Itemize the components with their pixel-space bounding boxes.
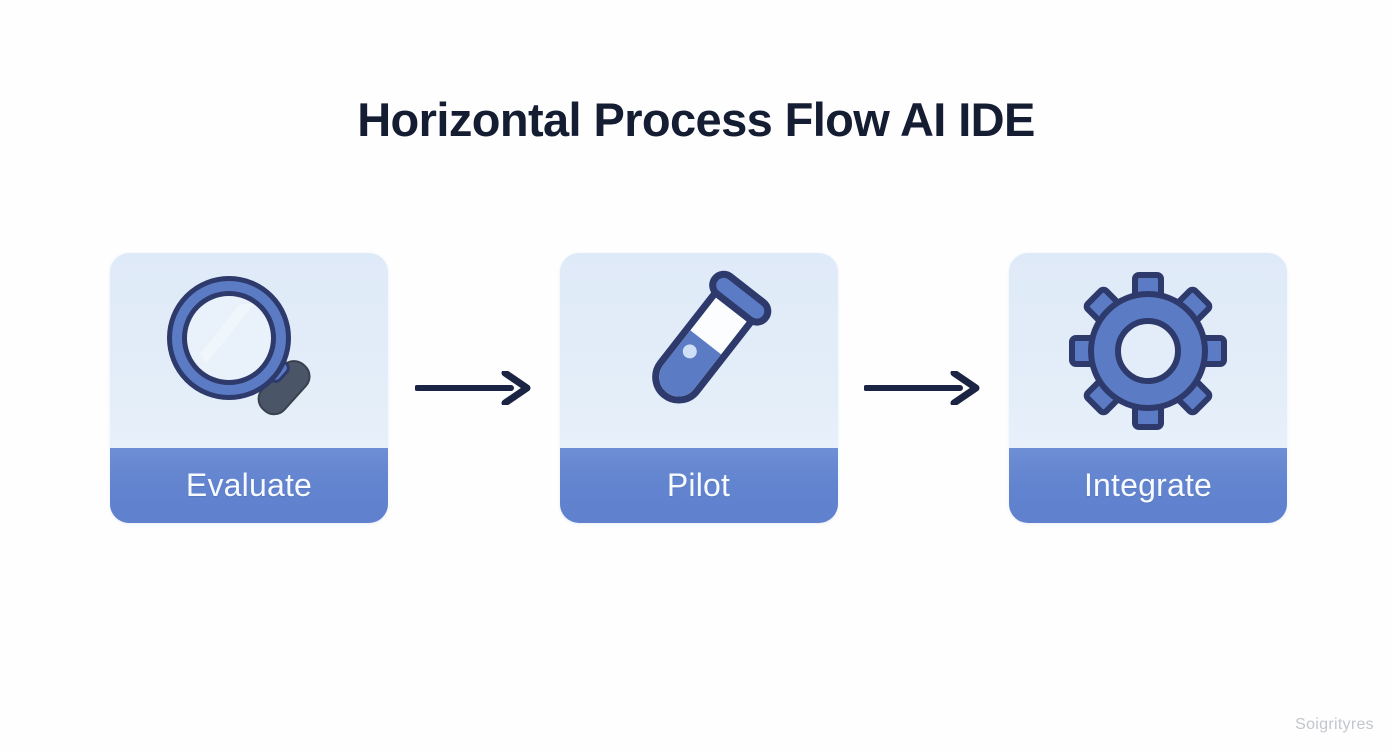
step-card-integrate[interactable]: Integrate	[1009, 253, 1287, 523]
step-label-band-pilot: Pilot	[559, 448, 838, 523]
step-label-integrate: Integrate	[1083, 467, 1213, 503]
step-card-pilot[interactable]: Pilot	[559, 253, 838, 523]
flow-connector-1	[414, 368, 533, 408]
watermark-label: Soigrityres	[1295, 716, 1374, 733]
step-label-evaluate: Evaluate	[185, 467, 313, 503]
step-label-band-integrate: Integrate	[1009, 448, 1287, 523]
step-label-band-evaluate: Evaluate	[110, 448, 388, 523]
magnifying-glass-icon	[154, 266, 344, 436]
arrow-right-icon	[414, 371, 533, 405]
step-label-pilot: Pilot	[666, 467, 731, 503]
arrow-right-icon	[864, 371, 982, 405]
process-flow-row: Evaluate	[110, 253, 1287, 523]
test-tube-icon	[604, 266, 794, 436]
gear-icon	[1063, 266, 1233, 436]
step-icon-container-pilot	[560, 253, 838, 448]
step-icon-container-evaluate	[110, 253, 388, 448]
flow-connector-2	[864, 368, 982, 408]
step-icon-container-integrate	[1009, 253, 1287, 448]
step-card-evaluate[interactable]: Evaluate	[110, 253, 388, 523]
page-title: Horizontal Process Flow AI IDE	[357, 93, 1035, 146]
